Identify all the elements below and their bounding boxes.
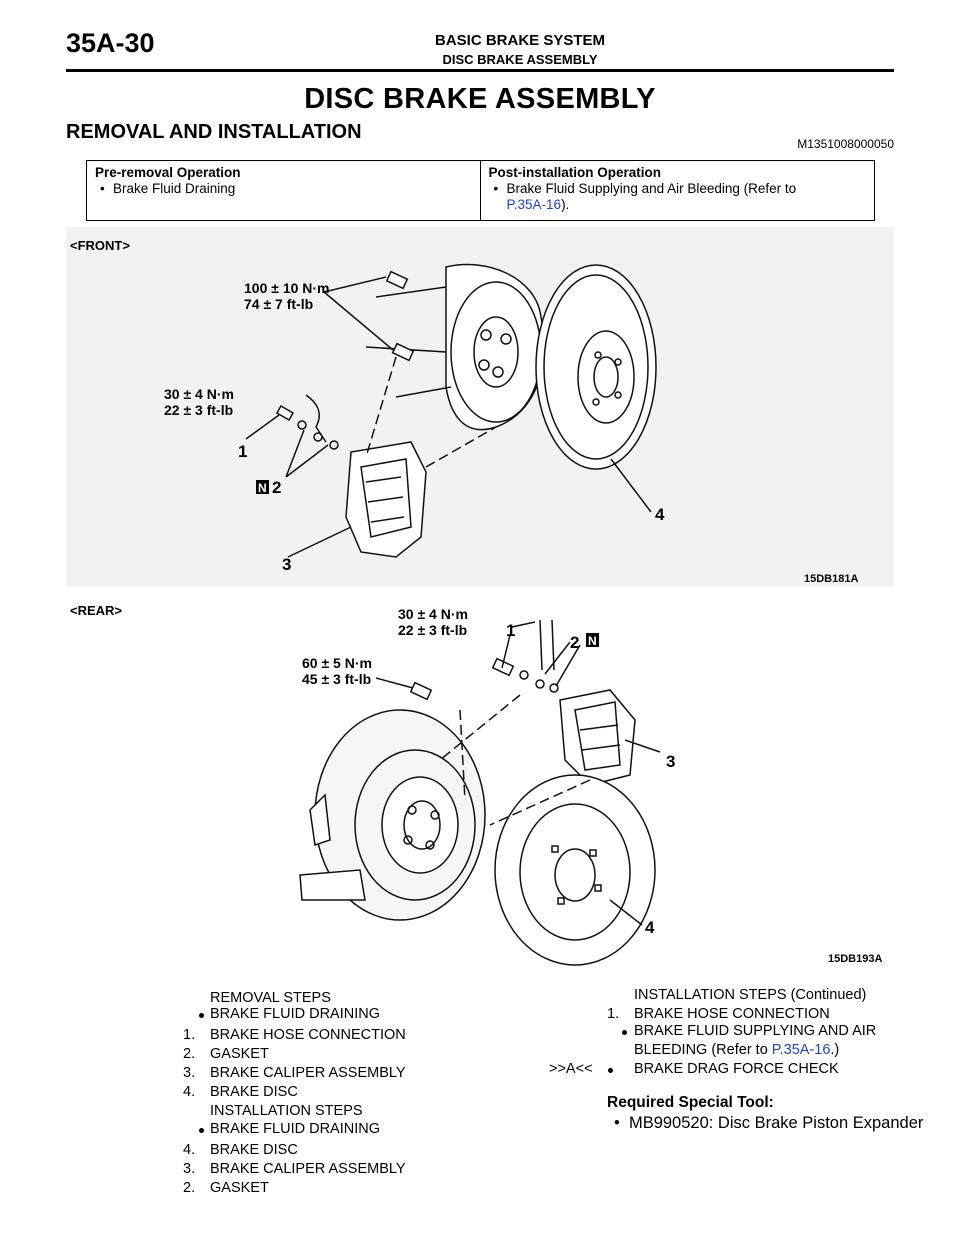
front-brake-diagram: 100 ± 10 N·m 74 ± 7 ft-lb 30 ± 4 N·m 22 … <box>164 263 858 585</box>
post-item-link[interactable]: P.35A-16 <box>506 197 562 212</box>
pre-removal-item: Brake Fluid Draining <box>95 181 472 197</box>
pre-removal-column: Pre-removal Operation Brake Fluid Draini… <box>87 161 481 220</box>
front-n-mark: N <box>258 481 267 495</box>
installation-step-num-3: 3. <box>183 1161 196 1177</box>
pre-removal-heading: Pre-removal Operation <box>95 165 241 180</box>
installation-step-label-3: BRAKE CALIPER ASSEMBLY <box>210 1161 406 1177</box>
front-n-mark-box <box>256 480 269 494</box>
section-code: M1351008000050 <box>797 137 894 151</box>
removal-step-num-1: 1. <box>183 1027 196 1043</box>
cont-last-item: BRAKE DRAG FORCE CHECK <box>634 1061 839 1077</box>
front-torque-a-ftlb: 74 ± 7 ft-lb <box>244 296 313 312</box>
rear-figure: 30 ± 4 N·m 22 ± 3 ft-lb 60 ± 5 N·m 45 ± … <box>290 600 894 970</box>
post-item-end: ). <box>561 197 570 212</box>
cont-bullet-dot <box>622 1030 627 1035</box>
post-installation-column: Post-installation Operation Brake Fluid … <box>481 161 875 220</box>
front-figure: 100 ± 10 N·m 74 ± 7 ft-lb 30 ± 4 N·m 22 … <box>66 227 894 587</box>
removal-step-label-3: BRAKE CALIPER ASSEMBLY <box>210 1065 406 1081</box>
rear-brake-diagram: 30 ± 4 N·m 22 ± 3 ft-lb 60 ± 5 N·m 45 ± … <box>299 606 882 966</box>
special-tool-heading: Required Special Tool: <box>607 1094 774 1111</box>
removal-step-label-1: BRAKE HOSE CONNECTION <box>210 1027 406 1043</box>
rear-torque-a-ftlb: 22 ± 3 ft-lb <box>398 622 467 638</box>
rear-callout-2: 2 <box>570 633 579 652</box>
rear-callout-3: 3 <box>666 752 675 771</box>
removal-bullet-item: BRAKE FLUID DRAINING <box>210 1006 380 1022</box>
removal-step-label-2: GASKET <box>210 1046 269 1062</box>
cont-bullet-line2-post: .) <box>830 1042 840 1058</box>
installation-continued-heading: INSTALLATION STEPS (Continued) <box>634 987 867 1003</box>
system-title: BASIC BRAKE SYSTEM <box>434 32 606 49</box>
rear-callout-1: 1 <box>506 621 515 640</box>
removal-steps-heading: REMOVAL STEPS <box>210 990 331 1006</box>
removal-step-num-3: 3. <box>183 1065 196 1081</box>
front-callout-1: 1 <box>238 442 247 461</box>
page-title: DISC BRAKE ASSEMBLY <box>304 83 656 115</box>
special-tool-bullet: • <box>614 1114 629 1132</box>
removal-step-num-2: 2. <box>183 1046 196 1062</box>
front-torque-b-nm: 30 ± 4 N·m <box>164 386 234 402</box>
post-item-text: Brake Fluid Supplying and Air Bleeding (… <box>506 181 797 196</box>
installation-step-label-4: BRAKE DISC <box>210 1142 298 1158</box>
rear-fig-id: 15DB193A <box>828 953 882 965</box>
removal-step-num-4: 4. <box>183 1084 196 1100</box>
post-installation-item: Brake Fluid Supplying and Air Bleeding (… <box>489 181 867 213</box>
front-torque-b-ftlb: 22 ± 3 ft-lb <box>164 402 233 418</box>
rear-callout-4: 4 <box>645 918 655 937</box>
page-number: 35A-30 <box>66 28 155 58</box>
installation-step-num-4: 4. <box>183 1142 196 1158</box>
front-callout-3: 3 <box>282 555 291 574</box>
rear-n-mark-box <box>586 633 599 647</box>
cont-step-label-1: BRAKE HOSE CONNECTION <box>634 1006 830 1022</box>
front-callout-2: 2 <box>272 478 281 497</box>
cont-step-num-1: 1. <box>607 1006 620 1022</box>
removal-step-label-4: BRAKE DISC <box>210 1084 298 1100</box>
cont-marker: >>A<< <box>549 1061 593 1077</box>
installation-step-num-2: 2. <box>183 1180 196 1196</box>
front-fig-id: 15DB181A <box>804 573 858 585</box>
section-heading: REMOVAL AND INSTALLATION <box>66 121 362 143</box>
rear-torque-a-nm: 30 ± 4 N·m <box>398 606 468 622</box>
cont-last-bullet-dot <box>608 1068 613 1073</box>
rear-n-mark: N <box>588 634 597 648</box>
operations-table: Pre-removal Operation Brake Fluid Draini… <box>86 160 875 221</box>
cont-bullet-line2: BLEEDING (Refer to P.35A-16.) <box>634 1041 839 1060</box>
installation-step-label-2: GASKET <box>210 1180 269 1196</box>
rear-torque-b-ftlb: 45 ± 3 ft-lb <box>302 671 371 687</box>
front-callout-4: 4 <box>655 505 665 524</box>
installation-bullet-item: BRAKE FLUID DRAINING <box>210 1121 380 1137</box>
installation-steps-heading: INSTALLATION STEPS <box>210 1103 363 1119</box>
installation-bullet-dot <box>199 1128 204 1133</box>
cont-bullet-line2-pre: BLEEDING (Refer to <box>634 1042 772 1058</box>
header-rule <box>66 69 894 72</box>
subsection-title: DISC BRAKE ASSEMBLY <box>442 52 598 67</box>
cont-bullet-line1: BRAKE FLUID SUPPLYING AND AIR <box>634 1023 877 1039</box>
front-torque-a-nm: 100 ± 10 N·m <box>244 280 330 296</box>
rear-torque-b-nm: 60 ± 5 N·m <box>302 655 372 671</box>
post-installation-heading: Post-installation Operation <box>488 165 662 180</box>
special-tool-item: • MB990520: Disc Brake Piston Expander <box>614 1114 923 1133</box>
removal-bullet-dot <box>199 1013 204 1018</box>
cont-bullet-link[interactable]: P.35A-16 <box>771 1042 831 1058</box>
special-tool-text: MB990520: Disc Brake Piston Expander <box>628 1114 924 1132</box>
front-caption: <FRONT> <box>70 238 130 253</box>
rear-caption: <REAR> <box>70 603 123 618</box>
